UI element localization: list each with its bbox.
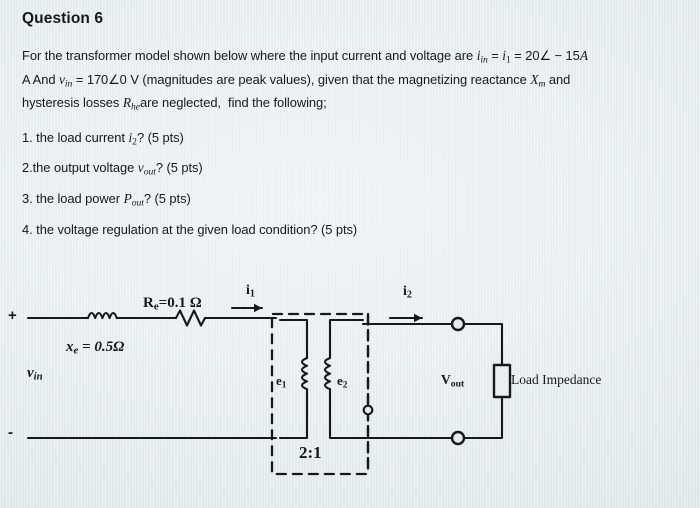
problem-statement: For the transformer model shown below wh… [22, 46, 682, 117]
circuit-schematic-svg [26, 303, 512, 476]
wire-primary-bottom [278, 387, 309, 440]
problem-statement-line-3: hysteresis losses Rheare neglected, find… [22, 95, 327, 114]
problem-statement-line-2: A And vin = 170∠0 V (magnitudes are peak… [22, 71, 571, 90]
wire-secondary-bottom [328, 387, 365, 440]
secondary-coil-symbol [324, 356, 332, 391]
series-resistance-label: Re=0.1 Ω [143, 295, 202, 313]
primary-current-arrow [230, 303, 264, 313]
output-terminal-bottom [450, 430, 466, 446]
transformer-circuit-diagram: + - Re=0.1 Ω xe = 0.5Ω vin i1 i2 e1 e2 2… [0, 262, 700, 508]
problem-statement-line-1: For the transformer model shown below wh… [22, 48, 588, 66]
sub-question-3: 3. the load power Pout? (5 pts) [22, 191, 191, 209]
secondary-emf-label: e2 [337, 373, 348, 391]
sub-question-2: 2.the output voltage vout? (5 pts) [22, 160, 203, 178]
sub-question-1: 1. the load current i2? (5 pts) [22, 130, 184, 148]
wire-primary-top [278, 318, 309, 360]
source-voltage-label: vin [27, 365, 43, 383]
turns-ratio-label: 2:1 [299, 443, 322, 462]
source-minus-terminal-label: - [8, 424, 13, 441]
series-resistor-symbol [174, 309, 207, 327]
output-voltage-label: Vout [441, 372, 465, 390]
series-reactance-label: xe = 0.5Ω [66, 339, 125, 357]
primary-current-label: i1 [246, 283, 255, 300]
series-inductor-symbol [86, 311, 118, 320]
secondary-current-label: i2 [403, 284, 412, 301]
load-impedance-symbol [492, 363, 512, 399]
output-terminal-top [450, 316, 466, 332]
transformer-core-dashed-box [270, 312, 370, 476]
source-plus-terminal-label: + [8, 307, 17, 324]
wire-top-terminal-to-load [462, 322, 504, 367]
primary-coil-symbol [301, 356, 309, 391]
wire-load-to-bottom-terminal [462, 395, 504, 440]
core-centre-node [362, 404, 374, 416]
load-impedance-label: Load Impedance [511, 372, 602, 387]
sub-question-4: 4. the voltage regulation at the given l… [22, 222, 358, 237]
page-title: Question 6 [22, 10, 104, 27]
wire-secondary-top [328, 318, 365, 360]
primary-emf-label: e1 [276, 373, 287, 391]
secondary-current-arrow [388, 313, 424, 323]
